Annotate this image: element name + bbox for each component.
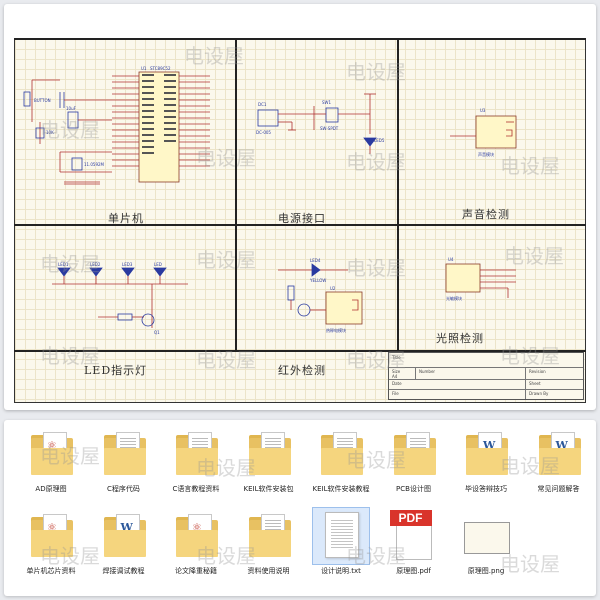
tb-drawn-by: Drawn By (529, 391, 549, 396)
panel-divider (14, 224, 586, 226)
file-label: 常见问题解答 (537, 485, 580, 493)
light-part-text: 光敏模块 (446, 295, 462, 301)
light-schematic: U4 光敏模块 (445, 257, 516, 301)
tb-size-val: A4 (392, 374, 398, 379)
file-label: KEIL软件安装教程 (312, 485, 370, 493)
led1-text: LED1 (58, 262, 69, 267)
crystal-text: 11.0592M (84, 162, 105, 167)
tb-date: Date (392, 381, 402, 386)
led2-text: LED2 (90, 262, 101, 267)
tb-size: Size (392, 369, 401, 374)
transistor-text: Q1 (154, 330, 160, 335)
folder-pdf-icon: ⚛ (23, 426, 79, 482)
panel-divider (235, 38, 237, 352)
switch-ref-text: SW1 (322, 100, 331, 105)
panel-label-led: LED指示灯 (84, 364, 148, 377)
tb-revision: Revision (529, 369, 546, 374)
file-item[interactable]: W 毕设答辩技巧 (449, 426, 523, 508)
file-label: AD原理图 (35, 485, 67, 493)
cap-text: 10uF (66, 106, 77, 111)
led-text: LED (154, 262, 162, 267)
file-label: 设计说明.txt (321, 567, 361, 575)
sound-ref-text: U3 (480, 108, 486, 113)
schematic-sheet (14, 38, 586, 403)
mcu-ref-text: U1 (141, 66, 147, 71)
folder-icon (168, 426, 224, 482)
title-block: Title Size A4 Number Revision Date Sheet… (388, 352, 584, 400)
file-item[interactable]: PDF 原理图.pdf (377, 508, 451, 590)
file-item[interactable]: 资料使用说明 (232, 508, 306, 590)
led-schematic: LED1 LED2 LED3 LED Q1 (52, 262, 188, 335)
file-item[interactable]: KEIL软件安装教程 (304, 426, 378, 508)
file-label: 论文降重秘籍 (175, 567, 217, 575)
panel-label-sound: 声音检测 (462, 208, 510, 221)
file-item[interactable]: PCB设计图 (377, 426, 451, 508)
pdf-file-icon: PDF (386, 508, 442, 564)
file-label: C语言教程资料 (172, 485, 220, 493)
file-label: 资料使用说明 (247, 567, 290, 575)
panel-label-mcu: 单片机 (108, 212, 144, 225)
file-label: KEIL软件安装包 (243, 485, 294, 493)
light-ref-text: U4 (448, 257, 454, 262)
file-item[interactable]: ⚛ 单片机芯片资料 (14, 508, 88, 590)
file-item[interactable]: 原理图.png (449, 508, 523, 590)
panel-divider (14, 350, 586, 352)
ir-led-text: LED4 (310, 258, 321, 263)
folder-word-icon: W (531, 426, 587, 482)
power-schematic: DC1 DC-005 SW1 SW-SPDT LED5 (256, 93, 385, 154)
file-label: PCB设计图 (396, 485, 431, 493)
sound-schematic: U3 声音模块 (450, 108, 517, 157)
power-part-text: DC-005 (256, 130, 271, 135)
panel-divider (397, 38, 399, 352)
file-label: 焊接调试教程 (102, 567, 145, 575)
file-label: 毕设答辩技巧 (465, 485, 507, 493)
tb-number: Number (419, 369, 436, 374)
mcu-schematic: U1 STC89C52 BUTTON 10uF 10K 11.0592M (23, 66, 210, 185)
ir-led-color-text: YELLOW (309, 278, 326, 283)
res-text: 10K (46, 130, 54, 135)
panel-label-power: 电源接口 (278, 212, 326, 225)
file-item[interactable]: W 焊接调试教程 (87, 508, 161, 590)
file-item[interactable]: ⚛ AD原理图 (14, 426, 88, 508)
folder-pdf-icon: ⚛ (23, 508, 79, 564)
file-item[interactable]: 设计说明.txt (304, 507, 378, 590)
folder-icon (313, 426, 369, 482)
button-text: BUTTON (34, 98, 51, 103)
folder-icon (241, 426, 297, 482)
folder-icon (386, 426, 442, 482)
panel-label-light: 光照检测 (436, 332, 484, 345)
image-file-icon (458, 508, 514, 564)
folder-icon (96, 426, 152, 482)
led3-text: LED3 (122, 262, 133, 267)
file-item[interactable]: W 常见问题解答 (522, 426, 596, 508)
folder-word-icon: W (458, 426, 514, 482)
mcu-chip-text: STC89C52 (150, 66, 171, 71)
folder-pdf-icon: ⚛ (168, 508, 224, 564)
file-label: 原理图.pdf (396, 567, 431, 575)
file-item[interactable]: KEIL软件安装包 (232, 426, 306, 508)
sound-part-text: 声音模块 (478, 151, 494, 157)
switch-part-text: SW-SPDT (320, 126, 339, 131)
file-explorer-panel: ⚛ AD原理图 C程序代码 C语言教程资料 KEIL软件安装包 KEIL软件安装教程 PCB… (4, 420, 596, 596)
ir-ref-text: U2 (330, 286, 336, 291)
tb-title: Title (392, 355, 401, 360)
folder-icon (241, 508, 297, 564)
text-file-icon (312, 507, 370, 565)
file-item[interactable]: ⚛ 论文降重秘籍 (159, 508, 233, 590)
panel-label-ir: 红外检测 (278, 364, 326, 377)
power-ref-text: DC1 (258, 102, 267, 107)
folder-word-icon: W (96, 508, 152, 564)
file-item[interactable]: C程序代码 (87, 426, 161, 508)
sheet-top-border (14, 38, 586, 40)
tb-sheet: Sheet (529, 381, 541, 386)
tb-file: File (392, 391, 399, 396)
file-label: 原理图.png (467, 567, 505, 575)
power-led-text: LED5 (374, 138, 385, 143)
file-label: 单片机芯片资料 (26, 567, 76, 575)
ir-part-text: 热释电模块 (326, 327, 346, 333)
ir-schematic: LED4 YELLOW U2 热释电模块 (278, 258, 363, 333)
file-label: C程序代码 (107, 485, 140, 493)
file-item[interactable]: C语言教程资料 (159, 426, 233, 508)
